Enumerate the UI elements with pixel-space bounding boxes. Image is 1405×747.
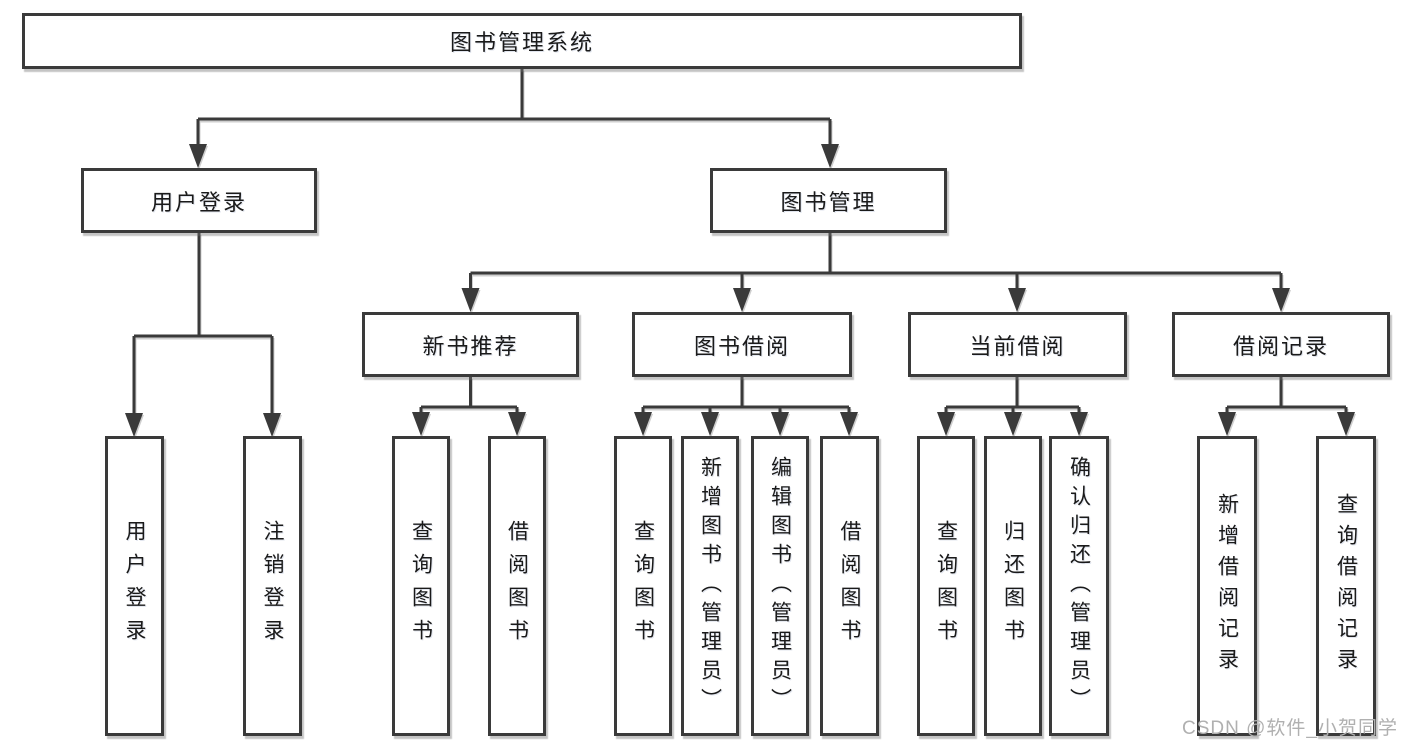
node-nb-query-books-label: 查询图书 xyxy=(409,520,433,652)
node-cb-confirm-return-admin-label: 确认归还（管理员） xyxy=(1067,455,1091,717)
watermark: CSDN @软件_小贺同学 xyxy=(1182,718,1398,739)
node-user-login: 用户登录 xyxy=(81,168,317,233)
node-cb-query-books-label: 查询图书 xyxy=(934,520,958,652)
node-cb-return-books-label: 归还图书 xyxy=(1001,520,1025,652)
node-cb-confirm-return-admin: 确认归还（管理员） xyxy=(1049,436,1109,736)
node-logout: 注销登录 xyxy=(243,436,302,736)
node-br-query-record: 查询借阅记录 xyxy=(1316,436,1376,736)
node-nb-query-books: 查询图书 xyxy=(392,436,450,736)
node-bb-borrow-books-label: 借阅图书 xyxy=(838,520,861,652)
node-logout-label: 注销登录 xyxy=(261,520,284,652)
node-nb-borrow-books-label: 借阅图书 xyxy=(505,520,529,652)
node-bb-borrow-books: 借阅图书 xyxy=(820,436,879,736)
node-br-add-record-label: 新增借阅记录 xyxy=(1215,493,1239,679)
node-bb-add-books-admin: 新增图书（管理员） xyxy=(681,436,739,736)
node-root: 图书管理系统 xyxy=(22,13,1022,69)
node-book-management-label: 图书管理 xyxy=(780,189,877,215)
node-new-book-recommend: 新书推荐 xyxy=(362,312,579,377)
node-br-query-record-label: 查询借阅记录 xyxy=(1334,493,1358,679)
node-new-book-recommend-label: 新书推荐 xyxy=(422,333,519,359)
node-bb-query-books: 查询图书 xyxy=(614,436,672,736)
node-current-borrowing-label: 当前借阅 xyxy=(969,333,1066,359)
node-bb-edit-books-admin-label: 编辑图书（管理员） xyxy=(768,455,792,717)
node-borrow-records: 借阅记录 xyxy=(1172,312,1390,377)
node-cb-query-books: 查询图书 xyxy=(917,436,975,736)
node-nb-borrow-books: 借阅图书 xyxy=(488,436,546,736)
node-root-label: 图书管理系统 xyxy=(449,30,594,55)
node-user-login-label: 用户登录 xyxy=(150,189,247,215)
node-book-management: 图书管理 xyxy=(710,168,947,233)
node-cb-return-books: 归还图书 xyxy=(984,436,1042,736)
arrowheads xyxy=(125,144,1355,437)
node-bb-add-books-admin-label: 新增图书（管理员） xyxy=(698,455,722,717)
node-book-borrowing-label: 图书借阅 xyxy=(693,333,790,359)
node-login-label: 用户登录 xyxy=(123,520,146,652)
node-br-add-record: 新增借阅记录 xyxy=(1197,436,1257,736)
node-bb-query-books-label: 查询图书 xyxy=(631,520,655,652)
node-borrow-records-label: 借阅记录 xyxy=(1232,333,1329,359)
node-current-borrowing: 当前借阅 xyxy=(908,312,1127,377)
node-login: 用户登录 xyxy=(105,436,164,736)
node-bb-edit-books-admin: 编辑图书（管理员） xyxy=(751,436,809,736)
node-book-borrowing: 图书借阅 xyxy=(632,312,852,377)
